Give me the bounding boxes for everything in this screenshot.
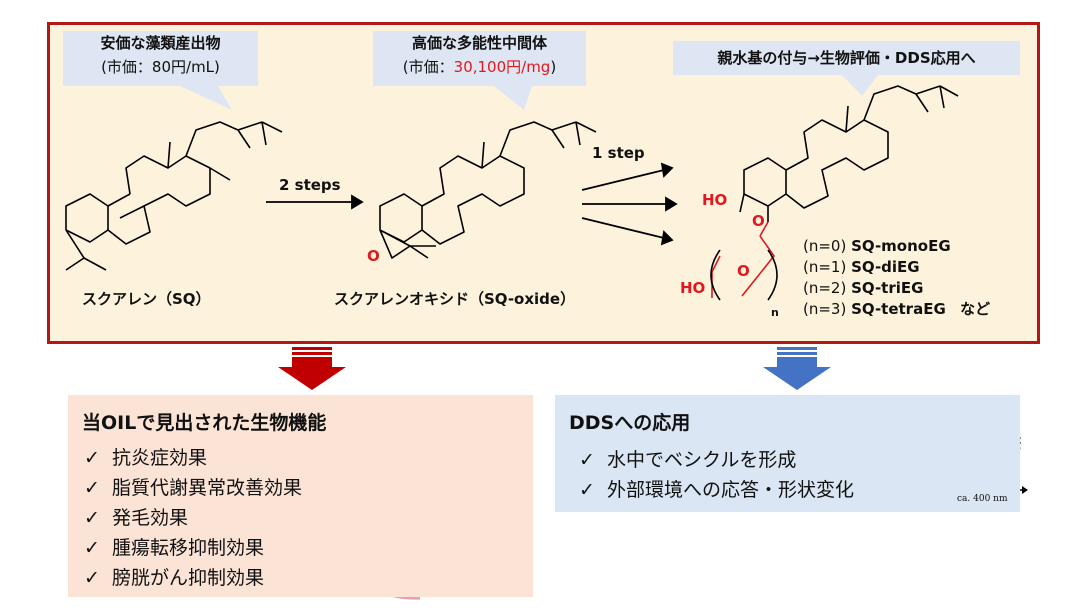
squalene-oxide-name: スクアレンオキシド（SQ-oxide） [334,290,576,308]
bio-function-panel: 当OILで見出された生物機能 ✓抗炎症効果 ✓脂質代謝異常改善効果 ✓発毛効果 … [68,395,533,597]
bio-list: ✓抗炎症効果 ✓脂質代謝異常改善効果 ✓発毛効果 ✓腫瘍転移抑制効果 ✓膀胱がん… [84,443,302,593]
repeat-bracket-right [767,249,778,301]
down-arrow-red [278,347,346,390]
list-item: ✓抗炎症効果 [84,447,208,469]
sqoxide-callout-title: 高価な多能性中間体 [411,34,547,52]
squalene-structure [65,121,283,271]
dds-panel: DDSへの応用 ✓水中でベシクルを形成 ✓外部環境への応答・形状変化 [555,395,1020,512]
down-arrow-blue [763,347,831,390]
list-item: ✓水中でベシクルを形成 [579,449,797,471]
label-2steps: 2 steps [279,176,341,194]
repeat-bracket-left [710,249,721,301]
atom-ho-top: HO [702,191,728,209]
list-item: ✓発毛効果 [84,507,189,529]
label-1step: 1 step [592,144,645,162]
hydrophilic-callout: 親水基の付与→生物評価・DDS応用へ [673,41,1020,75]
list-item: ✓外部環境への応答・形状変化 [579,479,855,501]
variant-etc: など [960,300,991,318]
variant-list: (n=0) SQ-monoEG (n=1) SQ-diEG (n=2) SQ-t… [803,236,990,320]
scale-label: ca. 400 nm [957,494,1008,504]
sq-callout-pointer [180,86,232,110]
sqoxide-price-value: 30,100円/mg [453,58,551,76]
arrow-1step-a [581,169,665,191]
subscript-n: n [771,306,779,319]
squalene-name: スクアレン（SQ） [82,290,211,308]
sq-callout-price: (市価：80円/mL) [101,58,220,76]
dds-list: ✓水中でベシクルを形成 ✓外部環境への応答・形状変化 [579,445,854,505]
sq-callout-title: 安価な藻類産出物 [100,34,221,52]
sqoxide-callout: 高価な多能性中間体 (市価：30,100円/mg) [373,31,586,86]
ether-chain [711,221,775,298]
variant-row: (n=2) SQ-triEG [803,279,924,297]
sqoxide-callout-pointer [494,86,532,110]
sqoxide-callout-price: (市価：30,100円/mg) [402,58,557,76]
variant-row: (n=0) SQ-monoEG [803,237,951,255]
squalene-oxide-structure [379,121,597,259]
list-item: ✓脂質代謝異常改善効果 [84,477,303,499]
atom-o-epoxide: O [367,247,380,265]
atom-o-ether2: O [737,262,750,280]
bio-panel-title: 当OILで見出された生物機能 [82,412,327,434]
sq-callout: 安価な藻類産出物 (市価：80円/mL) [63,31,258,86]
list-item: ✓膀胱がん抑制効果 [84,567,265,589]
atom-o-ether1: O [752,212,765,230]
variant-row: (n=3) SQ-tetraEG など [803,300,991,318]
variant-row: (n=1) SQ-diEG [803,258,920,276]
hydrophilic-callout-pointer [842,75,878,96]
list-item: ✓腫瘍転移抑制効果 [84,537,265,559]
arrow-1step-c [581,217,665,239]
dds-panel-title: DDSへの応用 [569,412,691,434]
product-structure [739,85,959,222]
atom-ho-bottom: HO [680,279,706,297]
